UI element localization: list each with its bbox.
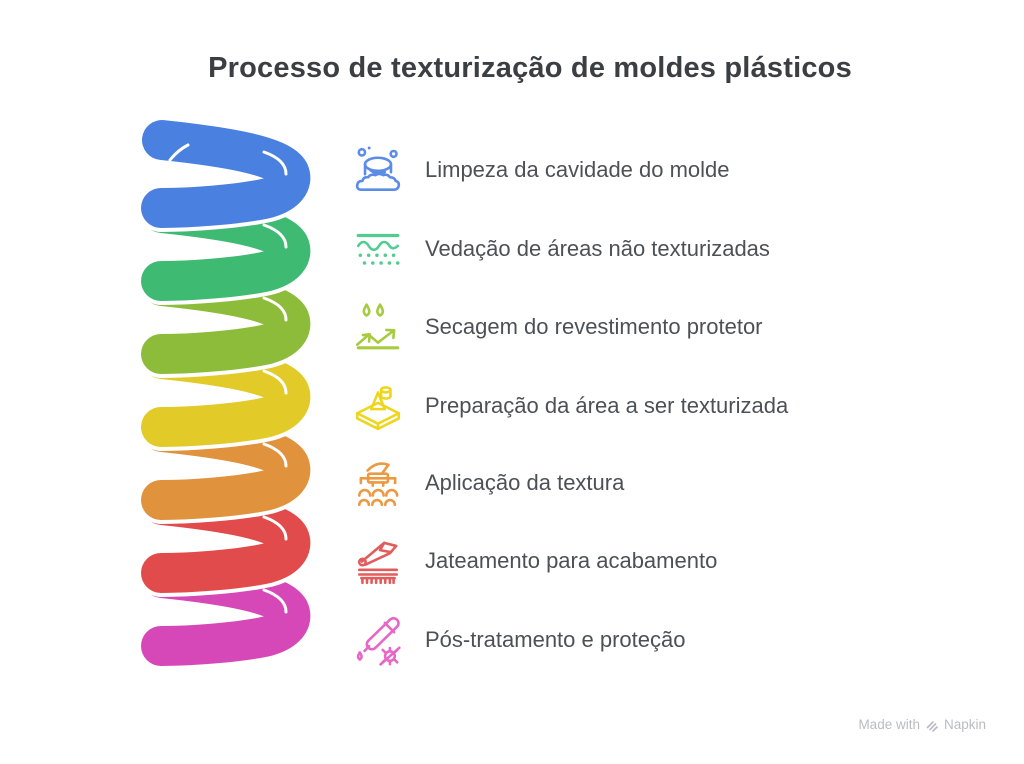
- drying-arrows-icon: [350, 299, 406, 355]
- step-label: Jateamento para acabamento: [425, 548, 718, 573]
- step-label: Secagem do revestimento protetor: [425, 314, 763, 339]
- step-row-4: Preparação da área a ser texturizada: [350, 378, 788, 434]
- step-label: Vedação de áreas não texturizadas: [425, 236, 770, 261]
- spiral-coil-graphic: [137, 116, 315, 670]
- page-title: Processo de texturização de moldes plást…: [208, 52, 852, 84]
- step-label: Preparação da área a ser texturizada: [425, 393, 789, 418]
- watermark[interactable]: Made with Napkin: [858, 717, 986, 732]
- step-row-2: Vedação de áreas não texturizadas: [350, 221, 770, 277]
- step-row-6: Jateamento para acabamento: [350, 533, 717, 589]
- texture-press-icon: [350, 455, 406, 511]
- dropper-shield-icon: [350, 612, 406, 668]
- watermark-prefix: Made with: [858, 717, 920, 732]
- blasting-nozzle-icon: [350, 533, 406, 589]
- step-row-5: Aplicação da textura: [350, 455, 624, 511]
- napkin-logo-icon: [926, 720, 938, 732]
- step-row-1: Limpeza da cavidade do molde: [350, 142, 730, 198]
- spiral-loop-1: [137, 116, 315, 232]
- sealed-surface-icon: [350, 221, 406, 277]
- step-label: Aplicação da textura: [425, 470, 625, 495]
- soap-bubbles-icon: [350, 142, 406, 198]
- step-label: Limpeza da cavidade do molde: [425, 157, 730, 182]
- step-label: Pós-tratamento e proteção: [425, 627, 686, 652]
- step-row-3: Secagem do revestimento protetor: [350, 299, 763, 355]
- mold-block-icon: [350, 378, 406, 434]
- watermark-brand: Napkin: [943, 717, 986, 732]
- step-row-7: Pós-tratamento e proteção: [350, 612, 685, 668]
